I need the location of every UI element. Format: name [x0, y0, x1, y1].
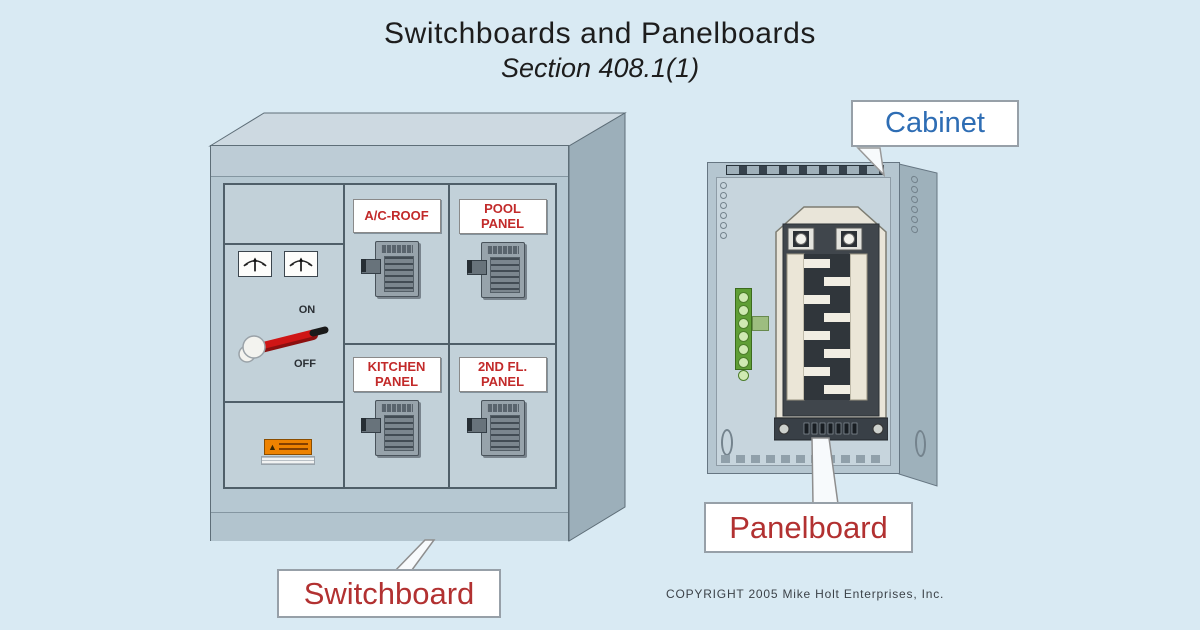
- breaker-label: POOL PANEL: [458, 199, 547, 235]
- switchboard-main-section: ON OFF ▲: [225, 185, 345, 487]
- main-lug-right: [835, 227, 863, 251]
- cabinet-bottom-knockouts: [721, 455, 886, 463]
- bus-bar-column: [804, 254, 850, 400]
- panelboard-callout-label: Panelboard: [729, 509, 888, 545]
- section-divider: [225, 243, 343, 245]
- oval-knockout: [721, 429, 733, 456]
- breaker-rail-left: [786, 253, 805, 401]
- switchboard-top-trim: [211, 146, 568, 177]
- switchboard-base-trim: [211, 512, 568, 541]
- feeder-cell: 2ND FL. PANEL: [450, 345, 555, 487]
- cabinet-top-knockouts: [726, 165, 884, 175]
- warning-label-orange-band: ▲: [264, 439, 312, 455]
- warning-label-text-strip: [261, 456, 315, 465]
- knockout-cluster: [911, 205, 918, 234]
- disconnect-switch-lever: [238, 326, 329, 363]
- analog-meter: [284, 251, 318, 277]
- cabinet-callout: Cabinet: [851, 100, 1019, 147]
- breaker-label: A/C-ROOF: [352, 199, 441, 233]
- cabinet-front: [707, 162, 900, 474]
- cabinet-callout-label: Cabinet: [885, 107, 985, 139]
- knockout-cluster: [720, 212, 727, 239]
- main-lug-left: [787, 227, 815, 251]
- breaker-rail-right: [849, 253, 868, 401]
- breaker-label: KITCHEN PANEL: [352, 357, 441, 393]
- breaker-handle: [466, 260, 487, 276]
- molded-case-breaker: [360, 400, 419, 457]
- meter-dial-icon: [243, 257, 267, 272]
- feeder-cell: A/C-ROOF: [345, 185, 448, 343]
- feeder-cell: KITCHEN PANEL: [345, 345, 448, 487]
- switchboard-side-face: [568, 112, 626, 542]
- warning-fine-print: [278, 443, 308, 451]
- breaker-label: 2ND FL. PANEL: [458, 357, 547, 393]
- warning-triangle-icon: ▲: [268, 441, 277, 452]
- switch-off-label: OFF: [294, 358, 316, 370]
- knockout-cluster: [911, 175, 918, 204]
- breaker-face: [489, 415, 520, 452]
- breaker-handle: [360, 259, 381, 274]
- switchboard-dead-front: ON OFF ▲: [223, 183, 557, 489]
- ground-bar-lug: [752, 316, 769, 331]
- switchboard-callout: Switchboard: [277, 569, 501, 618]
- page-title: Switchboards and Panelboards: [383, 17, 817, 50]
- breaker-handle: [360, 418, 381, 434]
- section-divider: [448, 185, 450, 487]
- section-divider: [225, 401, 343, 403]
- panelboard-callout: Panelboard: [704, 502, 913, 553]
- knockout-cluster: [720, 182, 727, 209]
- bus-stab-fingers: [804, 259, 850, 394]
- breaker-face: [383, 256, 414, 292]
- ground-terminal-bar: [735, 288, 752, 381]
- neutral-terminal-bar: [774, 417, 888, 441]
- meter-dial-icon: [289, 257, 313, 272]
- feeder-cell: POOL PANEL: [450, 185, 555, 343]
- breaker-face: [489, 257, 520, 294]
- switchboard-front: ON OFF ▲: [210, 145, 569, 541]
- breaker-rating-strip: [486, 404, 519, 413]
- section-divider: [345, 343, 555, 345]
- breaker-rating-strip: [380, 245, 413, 253]
- breaker-rating-strip: [380, 404, 413, 413]
- analog-meter: [238, 251, 272, 277]
- molded-case-breaker: [466, 242, 525, 299]
- switchboard-top-face: [208, 112, 627, 147]
- breaker-handle: [466, 418, 487, 434]
- panelboard-graphic: [774, 206, 888, 441]
- copyright-text: COPYRIGHT 2005 Mike Holt Enterprises, In…: [666, 587, 945, 601]
- page-subtitle: Section 408.1(1): [500, 53, 700, 83]
- switch-on-label: ON: [298, 304, 316, 316]
- molded-case-breaker: [466, 400, 525, 457]
- warning-label: ▲: [261, 439, 315, 465]
- switchboard-callout-label: Switchboard: [303, 575, 475, 611]
- breaker-face: [383, 415, 414, 452]
- breaker-rating-strip: [486, 246, 519, 255]
- molded-case-breaker: [360, 241, 419, 297]
- oval-knockout: [915, 428, 926, 459]
